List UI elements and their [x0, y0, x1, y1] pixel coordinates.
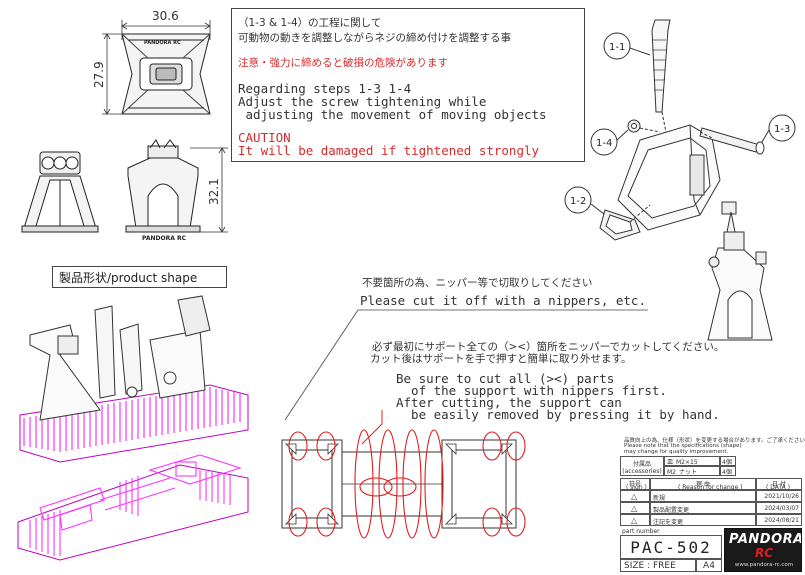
brand-label-top: PANDORA RC	[144, 40, 181, 46]
callout-1-4: 1-4	[596, 138, 612, 149]
support-jp-1: 必ず最初にサポート全ての（><）箇所をニッパーでカットしてください。	[372, 341, 725, 353]
part-number: PAC-502	[620, 535, 722, 559]
product-shape-label: 製品形状/product shape	[52, 266, 227, 288]
rev3-reason: 注記を変更	[650, 514, 756, 526]
product-shape-view	[17, 295, 249, 561]
size-label: SIZE : FREE	[620, 559, 696, 572]
assembly-view	[599, 19, 773, 341]
part-number-label: part number	[622, 528, 660, 535]
accessories-cell: 付属品 (accessories)	[620, 456, 664, 476]
rev-triangle-icon: △	[631, 492, 638, 501]
col-reason: 理 由	[650, 478, 756, 490]
note-jp-line2: 可動物の動きを調整しながらネジの締め付けを調整する事	[238, 32, 511, 44]
title-block: 品質向上の為、仕様（形状）を変更する場合があります。ご了承ください。 Pleas…	[620, 436, 805, 572]
support-frame	[281, 439, 517, 529]
rev2-sign: △	[620, 502, 650, 514]
cut-markers	[288, 429, 526, 539]
note-en-line2: Adjust the screw tightening while	[238, 94, 487, 109]
rev-triangle-icon: △	[631, 504, 638, 513]
support-jp-2: カット後はサポートを手で押すと簡単に取り外せます。	[370, 353, 632, 365]
caution-text: It will be damaged if tightened strongly	[238, 143, 540, 158]
dim-width-top: 30.6	[152, 9, 179, 23]
notice-en-1: Please note that the specifications (sha…	[624, 443, 742, 449]
support-en-4: be easily removed by pressing it by hand…	[396, 407, 720, 422]
dim-height-top: 27.9	[92, 61, 106, 88]
note-en-line1: Regarding steps 1-3 1-4	[238, 81, 412, 96]
caution-title: CAUTION	[238, 130, 291, 145]
logo-main: PANDORA	[729, 532, 802, 547]
note-en-line3: adjusting the movement of moving objects	[238, 107, 547, 122]
adjustment-note-box	[231, 8, 585, 162]
pandora-logo: PANDORA RC www.pandora-rc.com	[724, 528, 802, 572]
col-sign: 符号	[620, 478, 650, 490]
logo-url: www.pandora-rc.com	[734, 562, 794, 568]
nippers-en: Please cut it off with a nippers, etc.	[360, 293, 646, 308]
accessories-en: (accessories)	[622, 468, 662, 475]
acc-qty-1: 4個	[720, 456, 736, 466]
side-view	[125, 139, 201, 233]
front-view	[21, 151, 99, 233]
rev2-reason: 製品配置変更	[650, 502, 756, 514]
rev1-sign: △	[620, 490, 650, 502]
rev1-reason: 新規	[650, 490, 756, 502]
top-view	[121, 33, 211, 115]
accessories-jp: 付属品	[632, 461, 651, 468]
paper-size: A4	[696, 559, 722, 572]
brand-label-bottom: PANDORA RC	[142, 235, 187, 242]
rev3-sign: △	[620, 514, 650, 526]
col-date: 日 付	[756, 478, 802, 490]
col-sign-jp: 符号	[628, 481, 641, 488]
support-en-1: Be sure to cut all (><) parts	[396, 371, 615, 386]
note-jp-warning: 注意・強力に締めると破損の危険があります	[238, 57, 448, 69]
col-reason-en: ( Reason for change )	[678, 484, 743, 491]
rev2-date: 2024/03/07	[756, 502, 802, 514]
support-en-3: After cutting, the support can	[396, 395, 622, 410]
acc-item-1: 皿_M2×15	[664, 456, 720, 466]
rev1-date: 2021/10/26	[756, 490, 802, 502]
notice-en-2: may change for quality improvement.	[624, 449, 729, 455]
callout-1-3: 1-3	[774, 124, 790, 135]
support-en-2: of the support with nippers first.	[396, 383, 667, 398]
acc-qty-2: 4個	[720, 466, 736, 476]
logo-sub: RC	[755, 546, 774, 560]
col-date-jp: 日 付	[772, 481, 786, 488]
rev3-date: 2024/08/21	[756, 514, 802, 526]
acc-item-2: M2_ナット	[664, 466, 720, 476]
dim-height-side: 32.1	[207, 178, 221, 205]
callout-1-2: 1-2	[570, 196, 586, 207]
col-reason-jp: 理 由	[696, 481, 710, 488]
col-date-en: ( DATA )	[766, 484, 790, 491]
callout-1-1: 1-1	[609, 42, 625, 53]
notice-jp: 品質向上の為、仕様（形状）を変更する場合があります。ご了承ください。	[624, 438, 805, 444]
nippers-jp: 不要箇所の為、ニッパー等で切取りしてください	[362, 277, 593, 289]
note-jp-line1: （1-3 & 1-4）の工程に関して	[238, 17, 382, 29]
rev-triangle-icon: △	[631, 516, 638, 525]
col-sign-en: ( sign )	[626, 484, 647, 491]
